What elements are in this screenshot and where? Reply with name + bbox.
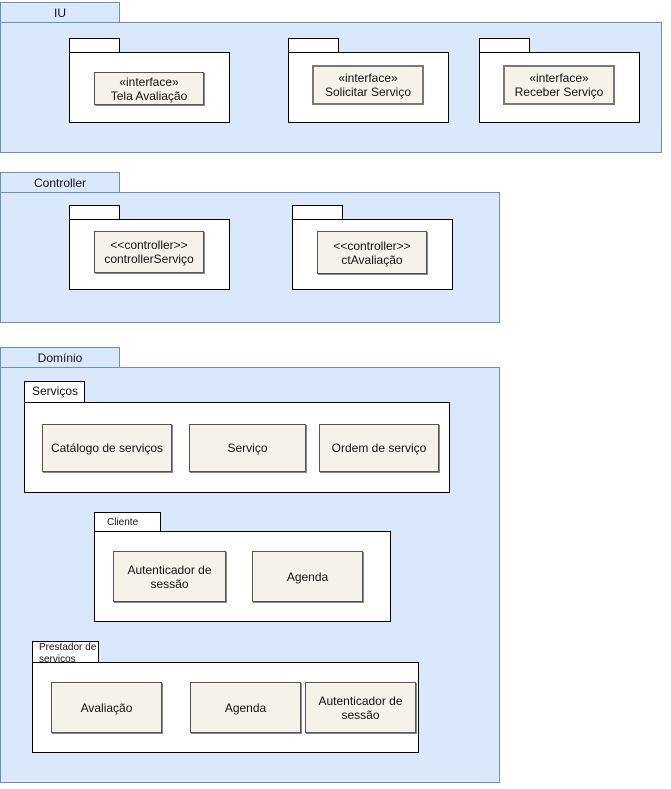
stereotype-label: «interface» — [338, 71, 398, 85]
class-name: Agenda — [224, 700, 267, 715]
class-name: ctAvaliação — [341, 252, 403, 267]
package-dominio-tab: Domínio — [0, 347, 120, 368]
class-name: Serviço — [227, 441, 268, 455]
prestador-label: Prestador de serviços — [39, 642, 97, 665]
class-name: controllerServiço — [104, 252, 194, 266]
stereotype-label: «interface» — [529, 71, 589, 85]
subpackage-tab — [288, 38, 339, 53]
prestador-tab: Prestador de serviços — [32, 641, 99, 665]
class-agenda: Agenda — [252, 551, 363, 602]
subpackage-tab — [292, 205, 343, 220]
class-autenticador-sessao: Autenticador de sessão — [305, 682, 416, 733]
class-name: Ordem de serviço — [331, 441, 427, 455]
package-controller-tab: Controller — [0, 172, 120, 193]
class-name: Avaliação — [80, 700, 133, 715]
class-name: Receber Serviço — [514, 85, 604, 99]
stereotype-label: «interface» — [119, 74, 179, 89]
package-iu-label: IU — [54, 6, 66, 20]
subpackage-tab — [69, 205, 120, 220]
class-catalogo-servicos: Catálogo de serviços — [42, 424, 172, 472]
class-ordem-servico: Ordem de serviço — [319, 424, 439, 472]
stereotype-label: <<controller>> — [333, 238, 411, 253]
package-controller-label: Controller — [33, 176, 87, 190]
class-autenticador-sessao: Autenticador de sessão — [113, 551, 226, 602]
cliente-label: Cliente — [107, 517, 139, 528]
package-iu-tab: IU — [0, 2, 120, 23]
class-agenda: Agenda — [190, 682, 301, 733]
class-ct-avaliacao: <<controller>> ctAvaliação — [317, 231, 427, 274]
servicos-label: Serviços — [32, 384, 79, 398]
package-dominio-label: Domínio — [37, 351, 83, 365]
stereotype-label: <<controller>> — [110, 238, 188, 252]
servicos-tab: Serviços — [24, 381, 85, 403]
class-servico: Serviço — [189, 424, 306, 472]
subpackage-tab — [479, 38, 530, 53]
class-name: Catálogo de serviços — [50, 441, 164, 455]
class-controller-servico: <<controller>> controllerServiço — [94, 231, 204, 273]
class-receber-servico: «interface» Receber Serviço — [503, 65, 615, 105]
class-solicitar-servico: «interface» Solicitar Serviço — [312, 65, 424, 105]
class-name: Agenda — [286, 569, 329, 584]
cliente-tab: Cliente — [94, 512, 161, 532]
class-name: Tela Avaliação — [110, 88, 188, 103]
class-name: Autenticador de sessão — [127, 562, 212, 591]
class-avaliacao: Avaliação — [51, 682, 162, 733]
class-name: Autenticador de sessão — [318, 693, 403, 722]
subpackage-tab — [69, 38, 120, 53]
class-name: Solicitar Serviço — [324, 85, 412, 99]
class-tela-avaliacao: «interface» Tela Avaliação — [94, 72, 204, 105]
